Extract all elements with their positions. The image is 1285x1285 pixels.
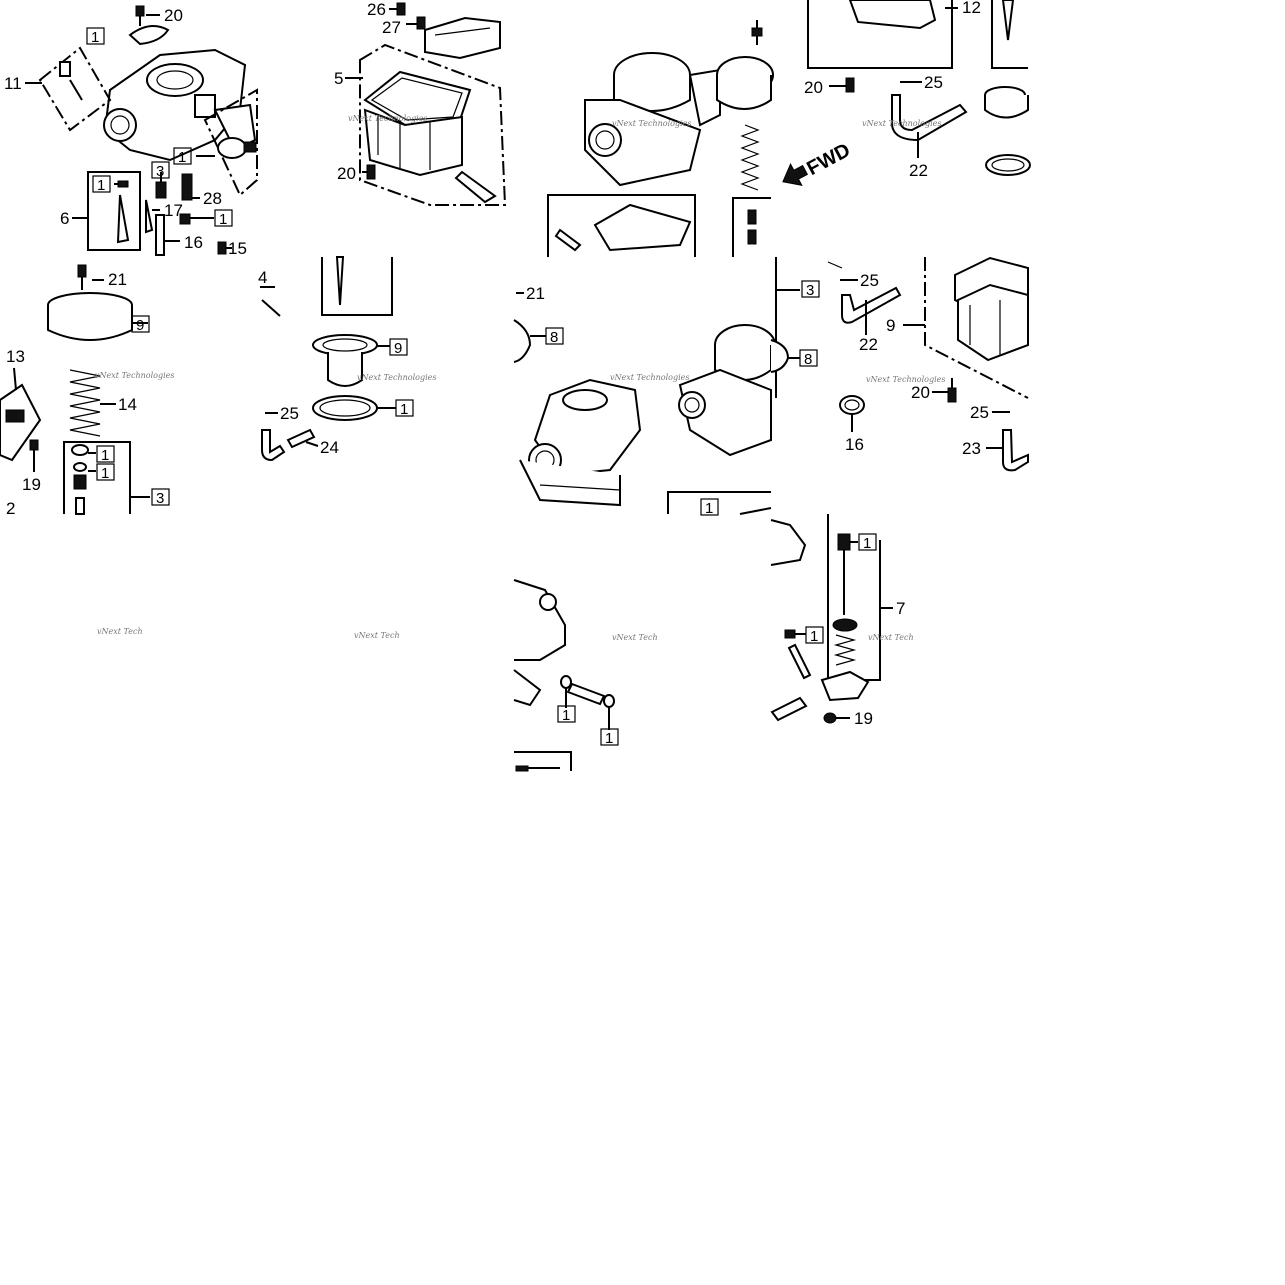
callout-1-boxed: 1: [863, 535, 871, 552]
watermark: vNext Tech: [868, 633, 914, 642]
callout-7: 7: [896, 599, 905, 618]
callout-1-boxed: 1: [810, 628, 818, 645]
callout-11: 11: [4, 74, 22, 93]
callout-25: 25: [280, 404, 299, 423]
callout-27: 27: [382, 18, 401, 37]
watermark: vNext Technologies: [95, 371, 174, 380]
callout-16: 16: [184, 233, 203, 252]
callout-20: 20: [164, 6, 183, 25]
callout-1-boxed: 1: [562, 707, 570, 724]
callout-8-boxed: 8: [804, 351, 812, 368]
callout-3-boxed: 3: [806, 282, 814, 299]
tile-carb-pair: 21 8 1 vNext Technologies: [513, 284, 776, 517]
tile-float-valve: 1 7 1 19 vNext Tech: [770, 514, 914, 728]
callout-8-boxed: 8: [550, 329, 558, 346]
callout-20: 20: [911, 383, 930, 402]
callout-1-boxed: 1: [219, 211, 227, 228]
callout-26: 26: [367, 0, 386, 19]
watermark: vNext Tech: [97, 627, 143, 636]
callout-5: 5: [334, 69, 343, 88]
callout-3-boxed: 3: [156, 163, 164, 180]
tile-needle-and-piston: 4 9 25 1 24 vNext Technologies: [258, 256, 436, 462]
callout-20: 20: [337, 164, 356, 183]
tile-float-chamber: 26 27 5 20 vNext Technologies: [334, 0, 507, 206]
callout-9-boxed: 9: [136, 317, 144, 334]
callout-1-boxed: 1: [97, 177, 105, 194]
tile-carb-assembly: vNext Technologies: [547, 20, 774, 257]
callout-23: 23: [962, 439, 981, 458]
watermark: vNext Technologies: [610, 373, 689, 382]
watermark: vNext Technologies: [866, 375, 945, 384]
callout-19: 19: [22, 475, 41, 494]
callout-1-boxed: 1: [605, 730, 613, 747]
tile-carb-body-left: 20 1 11 1 1 3 28 6 17 1 16 15: [4, 5, 258, 258]
callout-2: 2: [6, 499, 15, 518]
callout-1-boxed: 1: [91, 29, 99, 46]
callout-1-boxed: 1: [178, 149, 186, 166]
callout-22: 22: [909, 161, 928, 180]
callout-17: 17: [164, 201, 183, 220]
callout-12: 12: [962, 0, 981, 17]
callout-13: 13: [6, 347, 25, 366]
tile-carb-side-fittings: 1 1 vNext Tech: [513, 579, 658, 772]
callout-21: 21: [526, 284, 545, 303]
callout-6: 6: [60, 209, 69, 228]
tile-float-bowl-right: 3 25 22 9 8 20 16 25 23 vNext Technologi…: [770, 256, 1029, 472]
callout-9-boxed: 9: [394, 340, 402, 357]
callout-22: 22: [859, 335, 878, 354]
callout-25: 25: [924, 73, 943, 92]
callout-21: 21: [108, 270, 127, 289]
callout-25: 25: [860, 271, 879, 290]
callout-16: 16: [845, 435, 864, 454]
callout-24: 24: [320, 438, 339, 457]
watermark: vNext Technologies: [862, 119, 941, 128]
watermark: vNext Tech: [354, 631, 400, 640]
callout-1-boxed: 1: [101, 447, 109, 464]
tile-top-cover-right: FWD 12 20 25 22 vNext Technologies: [782, 0, 1031, 186]
callout-19: 19: [854, 709, 873, 728]
watermark: vNext Tech: [612, 633, 658, 642]
watermark: vNext Technologies: [612, 119, 691, 128]
callout-1-boxed: 1: [705, 500, 713, 517]
callout-20: 20: [804, 78, 823, 97]
callout-1-boxed: 1: [101, 465, 109, 482]
watermark: vNext Technologies: [357, 373, 436, 382]
callout-4: 4: [258, 268, 267, 287]
callout-14: 14: [118, 395, 137, 414]
callout-28: 28: [203, 189, 222, 208]
callout-15: 15: [228, 239, 247, 258]
watermark: vNext Technologies: [348, 114, 427, 123]
tile-vacuum-chamber: 21 9 13 14 1 1 19 3 2 vNext Technologies: [0, 264, 174, 518]
callout-1-boxed: 1: [400, 401, 408, 418]
fwd-direction-label: FWD: [803, 139, 854, 180]
callout-3-boxed: 3: [156, 490, 164, 507]
callout-9: 9: [886, 316, 895, 335]
callout-25: 25: [970, 403, 989, 422]
